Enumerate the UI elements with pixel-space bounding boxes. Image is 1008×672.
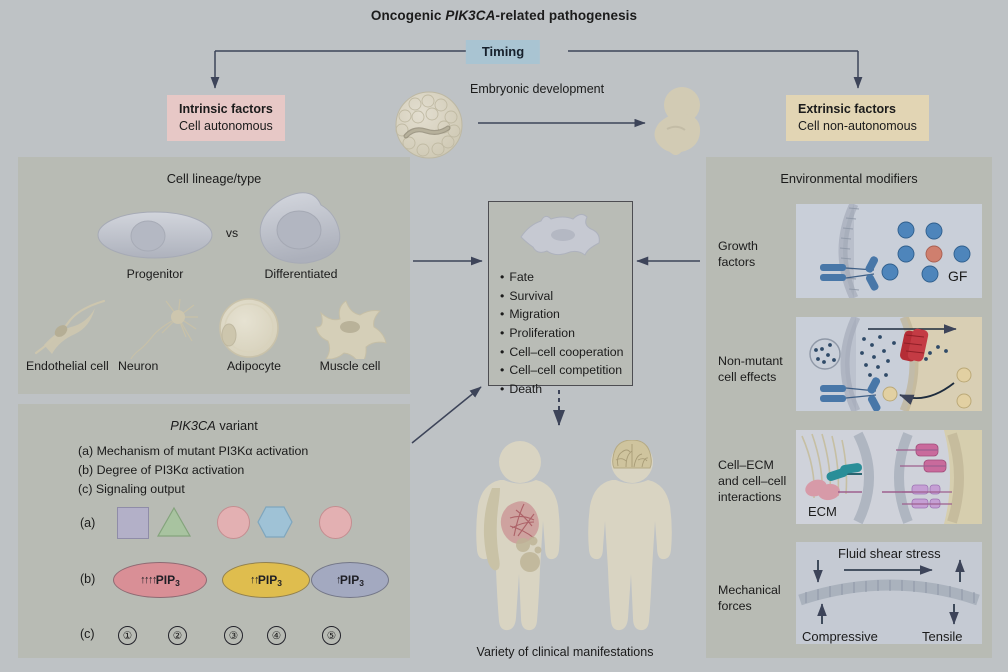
output-node-1: ①: [118, 626, 137, 645]
extrinsic-factors-box: Extrinsic factors Cell non-autonomous: [786, 95, 929, 141]
fluid-shear-stress-label: Fluid shear stress: [838, 546, 941, 561]
gf-inline-label: GF: [948, 268, 967, 284]
growth-factor-receptor-icon: GF: [796, 204, 982, 298]
vs-label: vs: [225, 226, 239, 240]
embryonic-development-label: Embryonic development: [470, 82, 605, 96]
neuron-label: Neuron: [118, 359, 159, 373]
variant-title-rest: variant: [215, 418, 258, 433]
adipocyte-icon: [219, 298, 279, 358]
outcome-item-death: Death: [500, 380, 623, 399]
pip3-arrows-low: ↑: [336, 574, 341, 586]
cellular-outcomes-list: Fate Survival Migration Proliferation Ce…: [500, 268, 623, 399]
output-node-3: ③: [224, 626, 243, 645]
non-mutant-cell-effects-label: Non-mutant cell effects: [718, 354, 783, 385]
patient-figure-front: [476, 441, 560, 631]
outcome-item-fate: Fate: [500, 268, 623, 287]
intrinsic-heading: Intrinsic factors: [179, 102, 273, 116]
variant-title-gene: PIK3CA: [170, 418, 216, 433]
pik3ca-variant-panel: PIK3CA variant (a) Mechanism of mutant P…: [18, 404, 410, 658]
fetus-icon: [654, 87, 701, 155]
cell-ecm-interactions-label: Cell–ECM and cell–cell interactions: [718, 458, 787, 505]
cell-lineage-panel: Cell lineage/type Progenitor vs Differen…: [18, 157, 410, 394]
page-title: Oncogenic PIK3CA-related pathogenesis: [0, 8, 1008, 23]
cell-ecm-interactions-icon: ECM: [796, 430, 982, 524]
ecm-inline-label: ECM: [808, 504, 837, 519]
page-title-pre: Oncogenic: [370, 8, 446, 23]
outcome-item-competition: Cell–cell competition: [500, 361, 623, 380]
row-label-c: (c): [80, 627, 95, 641]
neuron-icon: [130, 299, 198, 359]
tensile-label: Tensile: [922, 629, 962, 644]
pip3-sub-high: 3: [175, 578, 180, 588]
pip3-arrows-mid: ↑↑: [250, 574, 259, 586]
row-label-b: (b): [80, 572, 96, 586]
outcome-item-survival: Survival: [500, 287, 623, 306]
variant-legend-c: (c) Signaling output: [78, 481, 185, 496]
page-title-gene: PIK3CA: [445, 8, 496, 23]
output-node-4: ④: [267, 626, 286, 645]
endothelial-cell-label: Endothelial cell: [26, 359, 109, 373]
outcome-item-cooperation: Cell–cell cooperation: [500, 343, 623, 362]
outcome-item-migration: Migration: [500, 305, 623, 324]
outcome-item-proliferation: Proliferation: [500, 324, 623, 343]
cellular-outcomes-box: Fate Survival Migration Proliferation Ce…: [488, 201, 633, 396]
output-node-2: ②: [168, 626, 187, 645]
row-label-a: (a): [80, 516, 96, 530]
pip3-arrows-high: ↑↑↑↑: [140, 574, 157, 586]
pik3ca-variant-panel-title: PIK3CA variant: [18, 404, 410, 433]
output-node-5: ⑤: [322, 626, 341, 645]
progenitor-cell-icon: [97, 211, 213, 259]
clinical-manifestations-caption: Variety of clinical manifestations: [476, 645, 654, 659]
spread-cell-icon: [520, 213, 600, 256]
lipomatous-lesions-icon: [516, 536, 542, 572]
extrinsic-subtitle: Cell non-autonomous: [798, 118, 917, 133]
pip3-label-mid: PIP: [257, 573, 278, 587]
patient-figure-back: [588, 440, 672, 631]
cell-lineage-panel-title: Cell lineage/type: [166, 171, 262, 186]
adipocyte-label: Adipocyte: [226, 359, 281, 373]
mechanism-shape-square: [117, 507, 149, 539]
pip3-sub-mid: 3: [277, 578, 282, 588]
compressive-label: Compressive: [802, 629, 878, 644]
mechanical-forces-icon: Fluid shear stress Compressive Tensile: [796, 542, 982, 644]
muscle-cell-icon: [315, 300, 387, 359]
vascular-malformation-icon: [500, 501, 539, 544]
mechanism-shape-triangle: [156, 506, 192, 537]
non-mutant-cell-effects-icon: [796, 317, 982, 411]
variant-legend: (a) Mechanism of mutant PI3Kα activation…: [78, 442, 308, 499]
pip3-label-low: PIP: [339, 573, 360, 587]
page-title-post: -related pathogenesis: [495, 8, 638, 23]
blastocyst-icon: [395, 91, 463, 159]
progenitor-label: Progenitor: [126, 267, 184, 281]
pip3-label-high: PIP: [155, 573, 176, 587]
muscle-cell-label: Muscle cell: [319, 359, 381, 373]
mechanism-shape-circle-1: [217, 506, 250, 539]
environmental-modifiers-title: Environmental modifiers: [780, 171, 918, 186]
mechanism-shape-hexagon: [257, 506, 293, 538]
intrinsic-factors-box: Intrinsic factors Cell autonomous: [167, 95, 285, 141]
growth-factors-label: Growth factors: [718, 239, 758, 270]
extrinsic-heading: Extrinsic factors: [798, 102, 896, 116]
variant-legend-b: (b) Degree of PI3Kα activation: [78, 462, 245, 477]
variant-legend-a: (a) Mechanism of mutant PI3Kα activation: [78, 444, 309, 458]
environmental-modifiers-panel: Environmental modifiers Growth factors G…: [706, 157, 992, 658]
mechanism-shape-circle-2: [319, 506, 352, 539]
endothelial-cell-icon: [34, 299, 106, 355]
brain-overgrowth-icon: [612, 440, 652, 469]
timing-label: Timing: [465, 40, 541, 64]
mechanical-forces-label: Mechanical forces: [718, 583, 781, 614]
differentiated-label: Differentiated: [264, 267, 338, 281]
pip3-sub-low: 3: [359, 578, 364, 588]
differentiated-cell-icon: [259, 192, 341, 264]
intrinsic-subtitle: Cell autonomous: [179, 118, 273, 133]
